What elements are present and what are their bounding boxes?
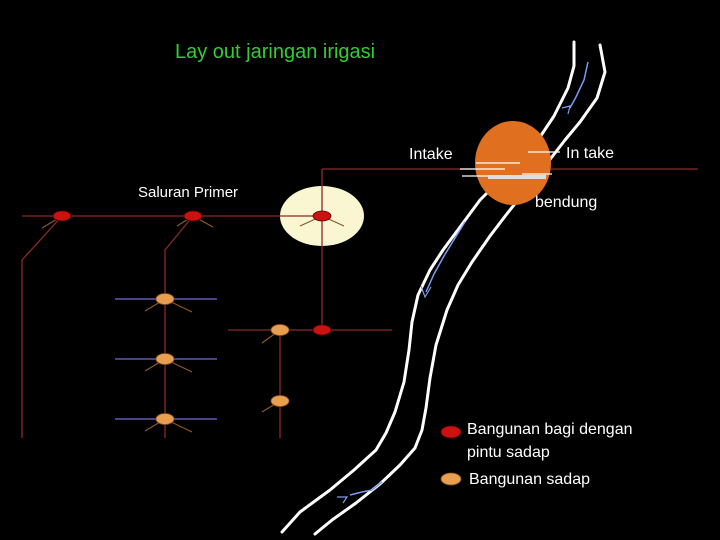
flow-arrow xyxy=(349,481,383,496)
legend-swatch-division xyxy=(440,425,462,439)
legend-offtake-text: Bangunan sadap xyxy=(469,471,590,488)
legend-swatch-offtake xyxy=(440,472,462,486)
legend-division-line2: pintu sadap xyxy=(467,444,550,461)
division-structure-node xyxy=(52,210,72,222)
offtake-structure-node xyxy=(155,293,175,305)
flow-arrow xyxy=(425,221,466,293)
label-bendung: bendung xyxy=(535,194,597,211)
intake-gates xyxy=(460,151,560,177)
flow-arrowhead xyxy=(561,105,571,115)
river xyxy=(280,40,607,536)
flow-arrow xyxy=(569,61,589,109)
division-structures xyxy=(52,210,332,336)
division-structure-node xyxy=(312,324,332,336)
page-title: Lay out jaringan irigasi xyxy=(175,41,375,63)
offtake-structure-node xyxy=(155,353,175,365)
offtake-structures xyxy=(155,293,290,425)
legend: Bangunan bagi dengan pintu sadap Banguna… xyxy=(440,421,633,488)
river-bank-left xyxy=(280,40,576,534)
river-bank-right xyxy=(313,43,607,536)
canal-diagonal-left xyxy=(21,215,63,261)
label-in-take: In take xyxy=(566,145,614,162)
legend-division-line1: Bangunan bagi dengan xyxy=(467,421,633,438)
label-intake: Intake xyxy=(409,146,453,163)
offtake-structure-node xyxy=(270,324,290,336)
label-saluran-primer: Saluran Primer xyxy=(138,184,238,201)
offtake-structure-node xyxy=(270,395,290,407)
flow-arrowhead xyxy=(337,496,349,504)
river-flow-arrows xyxy=(337,61,589,504)
canal-diagonal-secondary xyxy=(164,215,194,251)
flow-arrowhead xyxy=(420,285,432,299)
tertiary-offtakes xyxy=(41,215,345,433)
offtake-structure-node xyxy=(155,413,175,425)
division-structure-node xyxy=(312,210,332,222)
division-structure-node xyxy=(183,210,203,222)
